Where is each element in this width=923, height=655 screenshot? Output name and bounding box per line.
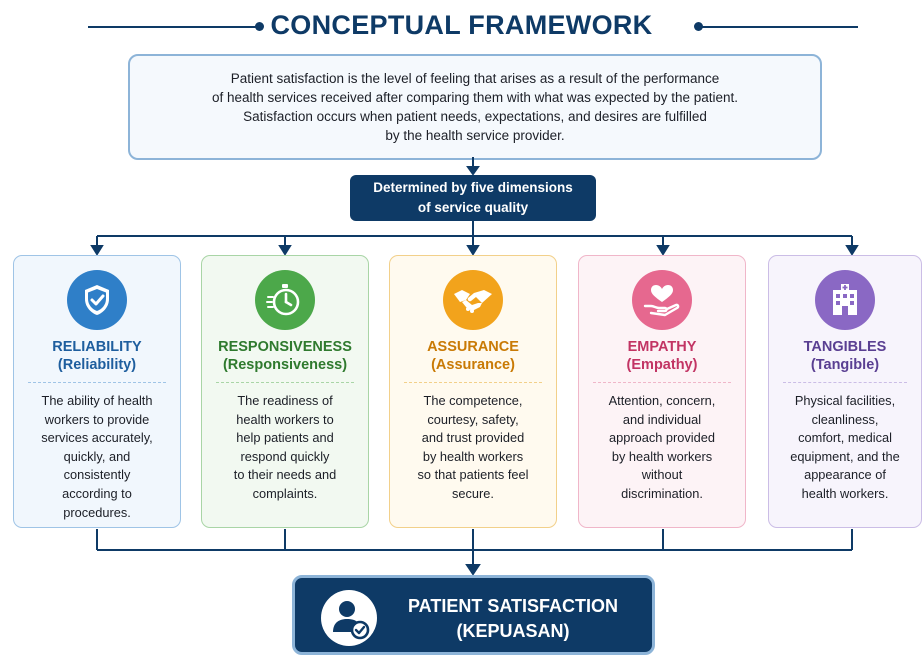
card-description-line: Physical facilities, bbox=[794, 393, 896, 408]
card-tangibles: TANGIBLES (Tangible) Physical facilities… bbox=[768, 255, 922, 528]
card-description-line: without bbox=[641, 467, 683, 483]
arrowhead bbox=[466, 166, 480, 176]
arrowhead bbox=[656, 245, 670, 256]
card-description-line: and individual bbox=[622, 411, 702, 427]
shield-check-icon bbox=[67, 270, 127, 330]
title-left-line bbox=[88, 26, 258, 28]
handshake-icon bbox=[443, 270, 503, 330]
card-divider bbox=[216, 382, 354, 383]
result-title: PATIENT SATISFACTION bbox=[408, 596, 618, 616]
card-title: TANGIBLES bbox=[803, 339, 887, 355]
card-empathy: EMPATHY (Empathy) Attention, concern, an… bbox=[578, 255, 746, 528]
card-divider bbox=[593, 382, 731, 383]
card-description-line: workers to provide bbox=[44, 411, 150, 427]
card-subtitle: (Tangible) bbox=[810, 357, 880, 373]
arrowhead bbox=[278, 245, 292, 256]
card-description-line: according to bbox=[62, 485, 132, 501]
arrowhead bbox=[465, 564, 481, 576]
card-description-line: so that patients feel bbox=[417, 467, 529, 483]
result-subtitle: (KEPUASAN) bbox=[456, 621, 570, 641]
card-divider bbox=[28, 382, 166, 383]
title-right-line bbox=[700, 26, 858, 28]
card-subtitle: (Empathy) bbox=[626, 357, 698, 373]
card-title: RELIABILITY bbox=[52, 339, 142, 355]
card-description-line: complaints. bbox=[252, 485, 318, 501]
card-description-line: respond quickly bbox=[240, 448, 330, 464]
card-assurance: ASSURANCE (Assurance) The competence, co… bbox=[389, 255, 557, 528]
result-box: PATIENT SATISFACTION (KEPUASAN) bbox=[292, 575, 655, 655]
title-row: CONCEPTUAL FRAMEWORK bbox=[0, 8, 923, 44]
card-description-line: by health workers bbox=[611, 448, 713, 464]
arrowhead bbox=[90, 245, 104, 256]
card-description-line: cleanliness, bbox=[811, 411, 879, 427]
heart-hand-icon bbox=[632, 270, 692, 330]
card-description-line: comfort, medical bbox=[798, 430, 892, 446]
card-description-line: equipment, and the bbox=[790, 448, 900, 464]
card-description: The ability of health workers to provide… bbox=[24, 392, 170, 522]
card-description-line: approach provided bbox=[608, 430, 715, 446]
arrowhead bbox=[466, 245, 480, 256]
card-description-line: The readiness of bbox=[237, 393, 333, 408]
definition-line: of health services received after compar… bbox=[211, 90, 739, 105]
card-title: ASSURANCE bbox=[427, 339, 519, 355]
title-left-dot bbox=[255, 22, 264, 31]
definition-box: Patient satisfaction is the level of fee… bbox=[128, 54, 822, 160]
card-title: RESPONSIVENESS bbox=[218, 339, 352, 355]
card-description-line: consistently bbox=[63, 467, 131, 483]
card-description-line: services accurately, bbox=[41, 430, 153, 446]
card-description-line: courtesy, safety, bbox=[427, 411, 519, 427]
card-description: Attention, concern, and individual appro… bbox=[589, 392, 735, 504]
dimensions-label-line: Determined by five dimensions bbox=[373, 180, 573, 195]
satisfied-user-icon bbox=[321, 590, 377, 646]
card-divider bbox=[404, 382, 542, 383]
definition-line: Satisfaction occurs when patient needs, … bbox=[243, 109, 707, 124]
card-description-line: secure. bbox=[452, 485, 494, 501]
card-title: EMPATHY bbox=[627, 339, 697, 355]
stopwatch-icon bbox=[255, 270, 315, 330]
card-description-line: The ability of health bbox=[41, 393, 153, 408]
card-description-line: health workers. bbox=[801, 485, 889, 501]
page-title: CONCEPTUAL FRAMEWORK bbox=[270, 10, 653, 40]
card-description-line: discrimination. bbox=[621, 485, 703, 501]
card-reliability: RELIABILITY (Reliability) The ability of… bbox=[13, 255, 181, 528]
card-subtitle: (Assurance) bbox=[431, 357, 515, 373]
card-responsiveness: RESPONSIVENESS (Responsiveness) The read… bbox=[201, 255, 369, 528]
card-divider bbox=[783, 382, 907, 383]
definition-line: Patient satisfaction is the level of fee… bbox=[230, 71, 720, 86]
card-subtitle: (Reliability) bbox=[57, 357, 137, 373]
title-right-dot bbox=[694, 22, 703, 31]
arrowhead bbox=[845, 245, 859, 256]
dimensions-label: Determined by five dimensions of service… bbox=[350, 175, 596, 221]
card-description-line: to their needs and bbox=[233, 467, 337, 483]
card-subtitle: (Responsiveness) bbox=[222, 357, 348, 373]
card-description-line: health workers to bbox=[236, 411, 334, 427]
card-description: Physical facilities, cleanliness, comfor… bbox=[779, 392, 911, 504]
card-description-line: and trust provided bbox=[421, 430, 525, 446]
card-description-line: Attention, concern, bbox=[608, 393, 716, 408]
card-description-line: The competence, bbox=[423, 393, 523, 408]
card-description-line: by health workers bbox=[422, 448, 524, 464]
card-description-line: help patients and bbox=[236, 430, 334, 446]
card-description-line: procedures. bbox=[63, 504, 131, 520]
hospital-building-icon bbox=[815, 270, 875, 330]
card-description: The competence, courtesy, safety, and tr… bbox=[400, 392, 546, 504]
card-description: The readiness of health workers to help … bbox=[212, 392, 358, 504]
definition-line: by the health service provider. bbox=[385, 128, 565, 143]
card-description-line: quickly, and bbox=[63, 448, 131, 464]
dimensions-label-line: of service quality bbox=[417, 200, 529, 215]
card-description-line: appearance of bbox=[804, 467, 886, 483]
